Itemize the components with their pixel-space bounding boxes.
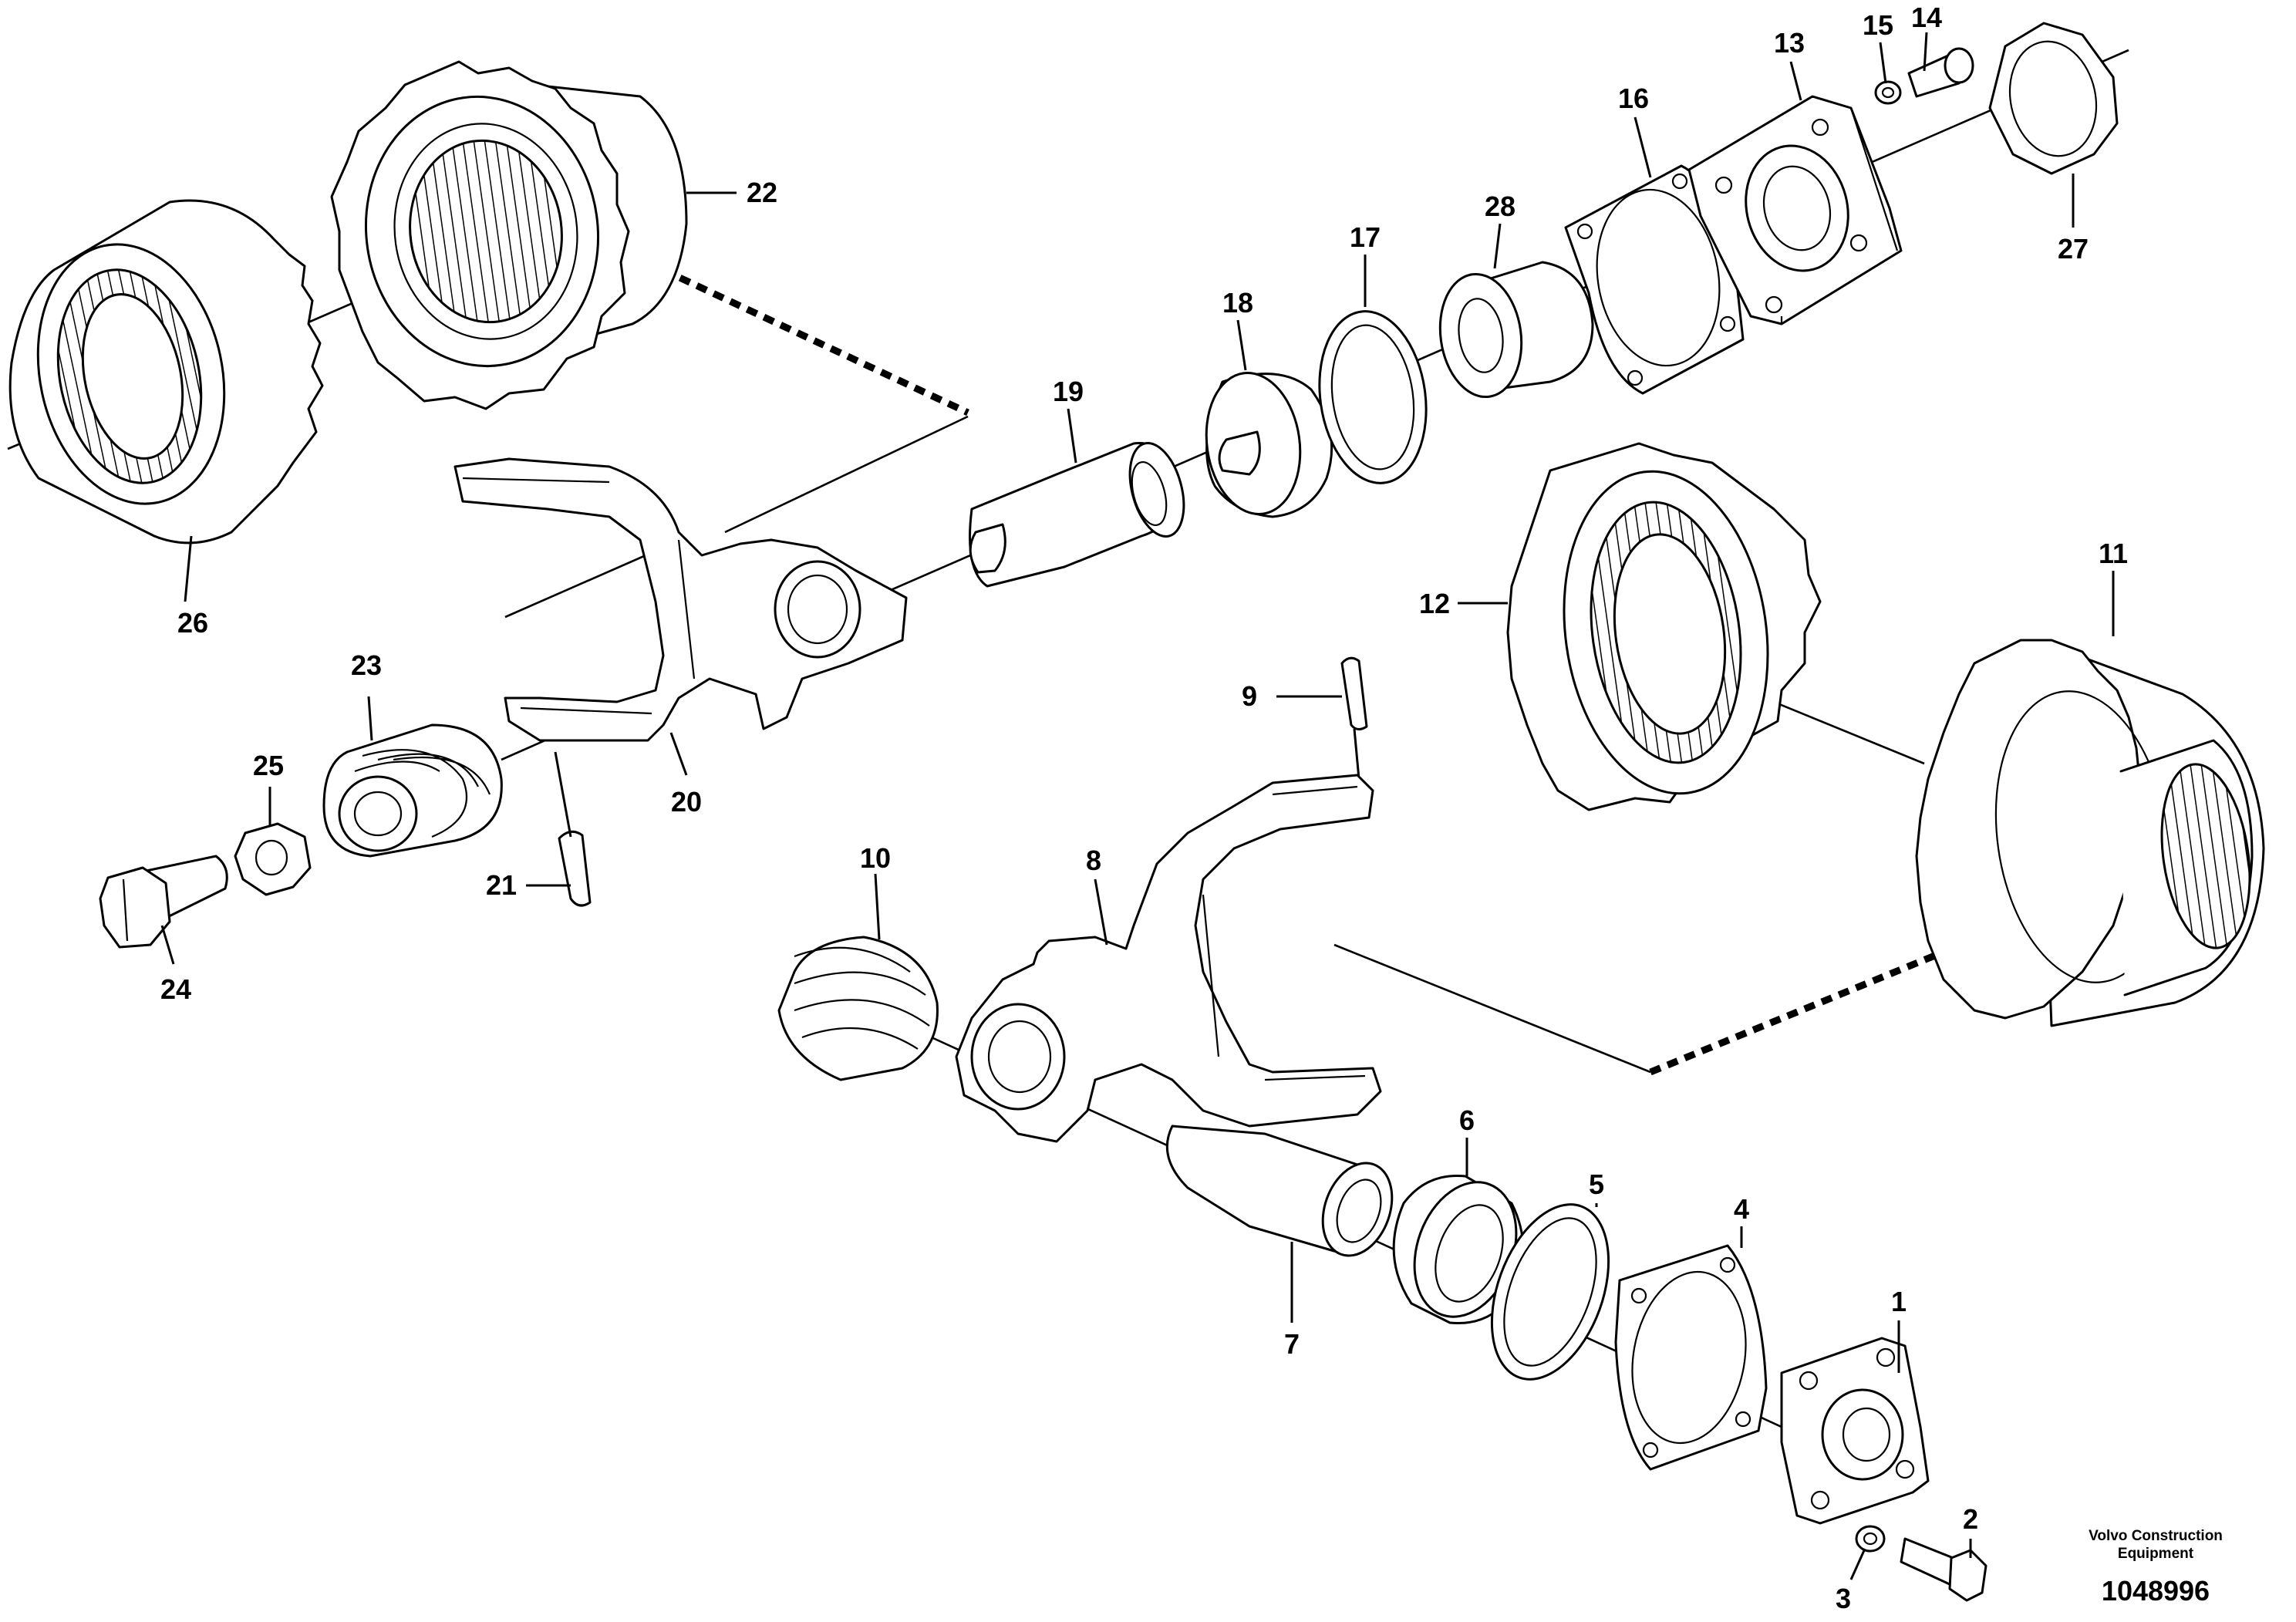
callout-10: 10 [860,842,891,874]
part-28-bushing [1438,261,1594,399]
part-13-bearing-cover [1687,95,1903,325]
axis-22-hidden [662,266,969,416]
part-12-dog-ring [1506,442,1822,811]
part-1-cover [1780,1337,1930,1525]
callout-14: 14 [1911,2,1942,33]
callout-26: 26 [177,607,208,639]
drawing-number: 1048996 [2102,1575,2210,1607]
callout-1: 1 [1891,1286,1907,1317]
callout-28: 28 [1485,191,1515,222]
part-20-shift-fork [453,457,908,742]
part-8-shift-fork [955,774,1382,1143]
part-26-sliding-sleeve [8,199,324,545]
part-15-washer [1874,80,1902,105]
leader-lines [160,32,2115,1580]
part-6-seal [1392,1174,1525,1325]
part-9-pin [1340,656,1368,780]
callout-labels: 1 2 3 4 5 6 7 8 9 10 11 12 13 14 15 16 1… [160,2,2128,1614]
callout-2: 2 [1963,1503,1978,1535]
callout-20: 20 [671,786,702,818]
axis-lower-a [1333,943,1651,1074]
title-block: Volvo Construction Equipment 1048996 [2089,1528,2223,1607]
part-19-shaft [969,442,1185,588]
callout-18: 18 [1222,287,1253,319]
callout-6: 6 [1459,1104,1475,1136]
callout-27: 27 [2058,233,2089,265]
part-18-seal [1205,372,1333,518]
callout-21: 21 [486,869,517,901]
part-4-gasket [1614,1244,1768,1471]
part-14-bolt [1907,47,1974,98]
callout-22: 22 [747,177,777,208]
callout-5: 5 [1589,1168,1604,1200]
callout-23: 23 [351,649,382,681]
brand-line-2: Equipment [2118,1546,2194,1562]
part-24-bolt [99,855,228,949]
callout-3: 3 [1836,1583,1851,1614]
part-17-o-ring [1318,310,1428,484]
part-10-spring [777,936,939,1081]
part-3-washer [1855,1525,1886,1553]
callout-19: 19 [1053,376,1084,407]
callout-24: 24 [160,973,191,1005]
callout-4: 4 [1734,1193,1749,1225]
callout-25: 25 [253,750,284,781]
callout-17: 17 [1350,221,1381,253]
part-22-clutch-hub [330,60,688,410]
axis-22-return [724,415,969,534]
brand-line-1: Volvo Construction [2089,1528,2223,1544]
callout-12: 12 [1419,588,1450,619]
part-7-shaft [1165,1125,1394,1257]
part-25-nut [234,822,312,896]
callout-13: 13 [1774,27,1805,59]
part-5-o-ring [1490,1203,1610,1381]
callout-11: 11 [2099,538,2128,569]
callout-16: 16 [1618,83,1649,114]
callout-15: 15 [1863,9,1893,41]
callout-7: 7 [1284,1328,1300,1360]
part-27-lock-nut [1988,22,2119,175]
callout-8: 8 [1086,845,1101,876]
axis-20 [504,546,664,619]
part-2-bolt [1900,1537,1988,1602]
part-11-clutch-gear [1915,639,2265,1027]
part-21-pin [554,751,592,907]
part-23-spring [322,723,503,858]
callout-9: 9 [1242,680,1257,712]
